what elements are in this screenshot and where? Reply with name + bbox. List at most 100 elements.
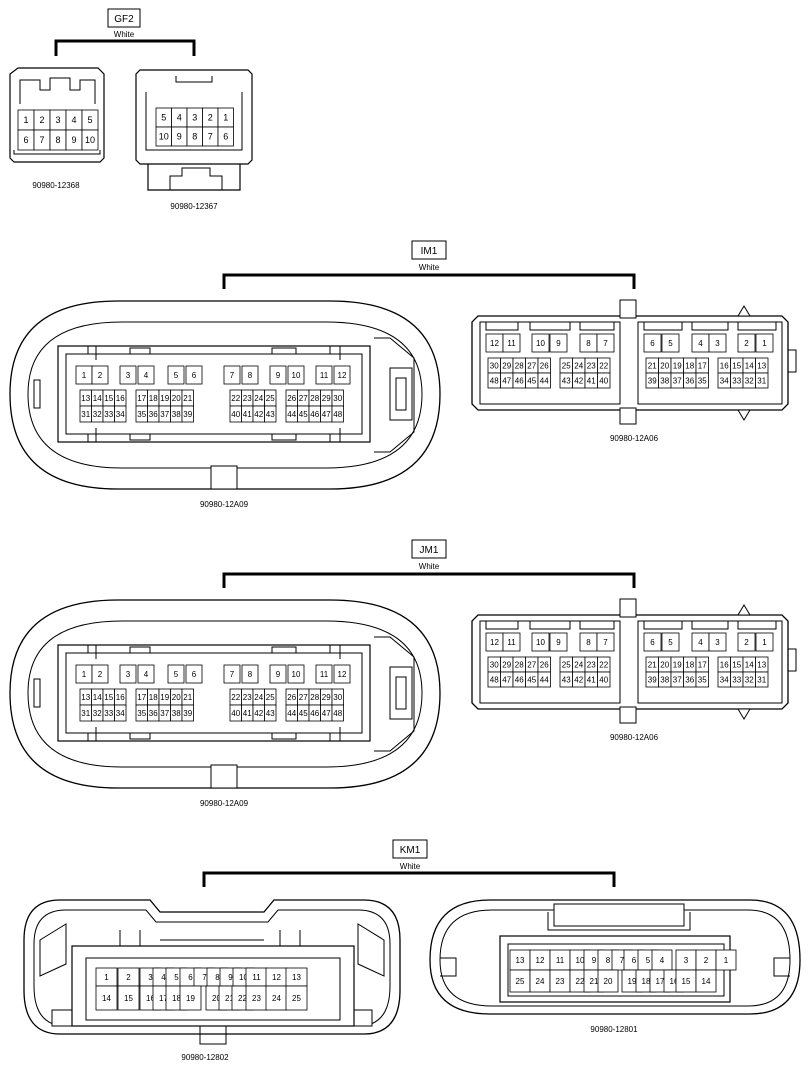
- pin-number: 3: [126, 371, 131, 380]
- pin-number: 13: [81, 394, 90, 403]
- pin-number: 47: [322, 410, 331, 419]
- pin-number: 28: [515, 361, 524, 370]
- pin-number: 3: [192, 113, 197, 123]
- pin-number: 2: [208, 113, 213, 123]
- pin-number: 46: [515, 675, 524, 684]
- gf2-bracket: [54, 39, 196, 56]
- pin-cell: [81, 129, 99, 151]
- pin-cell: [549, 333, 568, 353]
- pin-cell: [597, 372, 611, 389]
- pin-number: 6: [650, 638, 655, 647]
- pin-number: 9: [177, 132, 182, 142]
- pin-number: 45: [299, 410, 308, 419]
- pin-number: 11: [320, 670, 329, 679]
- pin-cell: [119, 664, 137, 684]
- pin-cell: [264, 405, 277, 423]
- pin-number: 10: [292, 371, 301, 380]
- pin-number: 31: [757, 675, 766, 684]
- pin-number: 7: [39, 135, 44, 145]
- pin-cell: [597, 969, 619, 993]
- pin-cell: [181, 704, 194, 722]
- pin-number: 16: [670, 977, 679, 986]
- pin-cell: [181, 405, 194, 423]
- pin-number: 1: [724, 956, 729, 965]
- pin-number: 7: [230, 371, 235, 380]
- pin-number: 38: [660, 675, 669, 684]
- pin-number: 11: [252, 973, 261, 982]
- pin-number: 35: [698, 675, 707, 684]
- pin-number: 1: [104, 973, 109, 982]
- km1-color: White: [400, 862, 421, 871]
- pin-number: 47: [322, 709, 331, 718]
- pin-number: 3: [126, 670, 131, 679]
- pin-number: 32: [93, 410, 102, 419]
- pin-number: 4: [698, 339, 703, 348]
- jm1-label: JM1: [420, 545, 439, 556]
- pin-number: 40: [231, 410, 240, 419]
- pin-cell: [333, 365, 351, 385]
- pin-number: 43: [266, 410, 275, 419]
- pin-number: 38: [172, 709, 181, 718]
- pin-cell: [331, 405, 344, 423]
- pin-number: 43: [562, 675, 571, 684]
- pin-number: 6: [192, 371, 197, 380]
- pin-number: 22: [231, 394, 240, 403]
- gf2-label-box: [107, 8, 141, 28]
- pin-number: 12: [338, 670, 347, 679]
- im1-label-box: [411, 240, 447, 260]
- pin-number: 13: [757, 361, 766, 370]
- jm1-left-part-number: 90980-12A09: [200, 799, 249, 808]
- pin-number: 8: [586, 339, 591, 348]
- pin-number: 23: [243, 693, 252, 702]
- pin-number: 2: [98, 670, 103, 679]
- pin-number: 21: [648, 361, 657, 370]
- pin-cell: [241, 365, 259, 385]
- pin-cell: [179, 985, 202, 1011]
- pin-cell: [708, 333, 727, 353]
- pin-number: 17: [137, 394, 146, 403]
- pin-cell: [695, 372, 709, 389]
- pin-number: 7: [208, 132, 213, 142]
- pin-number: 4: [161, 973, 166, 982]
- pin-cell: [715, 949, 737, 971]
- pin-number: 25: [266, 394, 275, 403]
- gf2-left-part-number: 90980-12368: [32, 181, 80, 190]
- km1-left-part-number: 90980-12802: [181, 1053, 229, 1062]
- pin-number: 9: [276, 670, 281, 679]
- pin-number: 6: [192, 670, 197, 679]
- pin-number: 21: [590, 977, 599, 986]
- pin-number: 18: [149, 693, 158, 702]
- pin-number: 36: [149, 709, 158, 718]
- pin-number: 8: [606, 956, 611, 965]
- jm1-label-box: [411, 539, 447, 559]
- pin-cell: [185, 664, 203, 684]
- pin-number: 23: [587, 361, 596, 370]
- pin-number: 2: [39, 115, 44, 125]
- pin-number: 8: [55, 135, 60, 145]
- pin-number: 42: [574, 376, 583, 385]
- pin-cell: [167, 365, 185, 385]
- jm1-color: White: [419, 562, 440, 571]
- pin-number: 41: [243, 709, 252, 718]
- jm1-bracket: [222, 572, 636, 588]
- pin-number: 9: [592, 956, 597, 965]
- pin-number: 19: [628, 977, 637, 986]
- pin-number: 6: [223, 132, 228, 142]
- pin-number: 13: [757, 660, 766, 669]
- pin-number: 19: [673, 660, 682, 669]
- pin-number: 24: [574, 361, 583, 370]
- pin-number: 16: [146, 994, 155, 1003]
- pin-number: 18: [172, 994, 181, 1003]
- pin-number: 44: [287, 410, 296, 419]
- pin-number: 7: [603, 339, 608, 348]
- pin-number: 39: [648, 376, 657, 385]
- pin-number: 15: [104, 693, 113, 702]
- pin-cell: [114, 405, 127, 423]
- pin-cell: [315, 365, 333, 385]
- pin-number: 35: [137, 709, 146, 718]
- im1-right-part-number: 90980-12A06: [610, 434, 659, 443]
- im1-bracket: [222, 273, 636, 289]
- pin-cell: [333, 664, 351, 684]
